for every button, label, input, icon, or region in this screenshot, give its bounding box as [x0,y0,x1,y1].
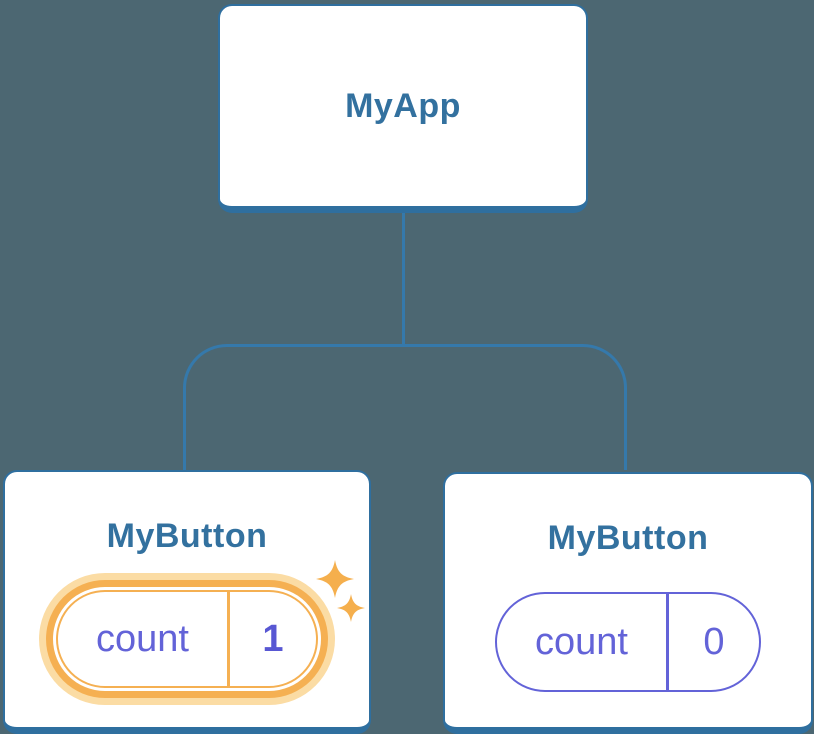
state-value-label: 0 [703,620,725,663]
state-pill-right: count 0 [495,592,761,692]
node-myapp-label: MyApp [345,87,461,125]
state-pill-left: count 1 [56,590,318,688]
node-mybutton-right: MyButton count 0 [443,472,813,734]
sparkle-icon [316,560,354,598]
state-name-label: count [535,620,628,663]
state-name-label: count [96,617,189,660]
node-mybutton-left: MyButton count 1 [3,470,371,734]
connector-trunk-line [402,213,405,345]
node-mybutton-right-label: MyButton [547,519,709,557]
sparkle-icon [337,594,365,622]
node-myapp: MyApp [218,4,588,213]
connector-branch-lines [183,344,627,470]
pill-divider [227,592,230,686]
node-mybutton-left-label: MyButton [106,517,268,555]
pill-divider [666,594,669,690]
state-value-label: 1 [262,617,284,660]
